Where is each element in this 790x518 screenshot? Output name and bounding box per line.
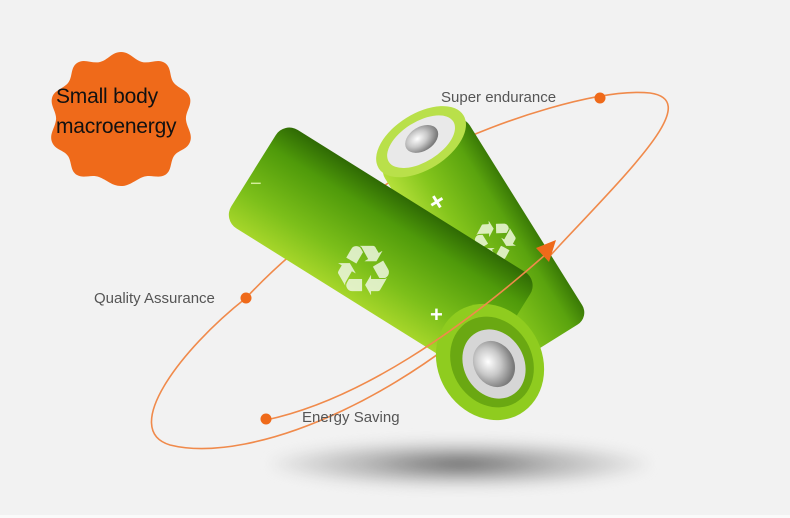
dot-quality-assurance: [240, 292, 252, 304]
feature-quality-assurance: Quality Assurance: [94, 290, 215, 307]
feature-energy-saving: Energy Saving: [302, 409, 400, 426]
badge-text: Small body macroenergy: [56, 82, 177, 142]
badge-line-1: Small body: [56, 85, 158, 108]
battery-floor-shadow: [270, 440, 650, 488]
minus-marking: −: [250, 173, 262, 195]
badge-line-2: macroenergy: [56, 115, 177, 138]
feature-super-endurance: Super endurance: [441, 89, 557, 106]
bottom-edge: [0, 515, 790, 518]
battery-front: [228, 127, 533, 373]
plus-marking: +: [430, 302, 443, 327]
badge-starburst-icon: [51, 52, 191, 186]
orbit-arrow-icon: [536, 240, 556, 262]
recycle-icon: ♻: [332, 230, 395, 312]
battery-front-cap: [435, 303, 545, 421]
dot-energy-saving: [260, 413, 272, 425]
dot-super-endurance: [594, 92, 606, 104]
orbit-front: [265, 254, 546, 421]
